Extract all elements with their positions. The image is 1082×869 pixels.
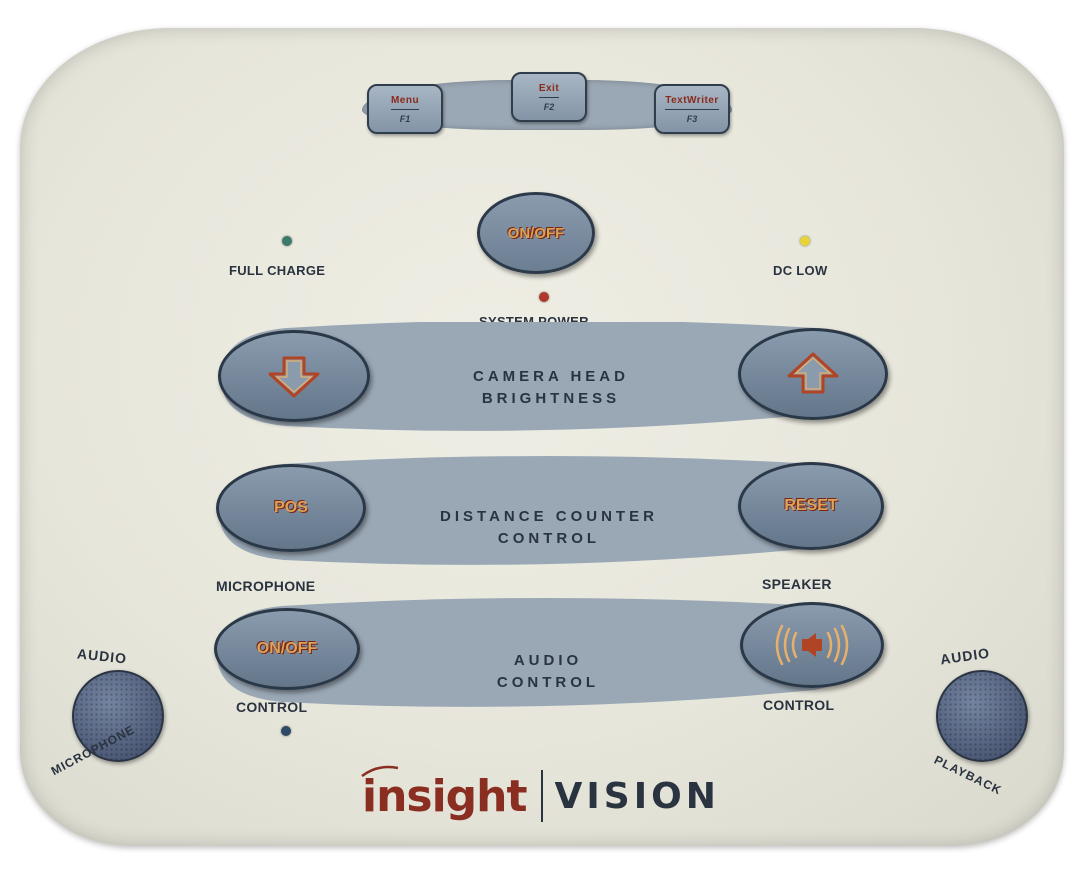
distance-title: DISTANCE COUNTER xyxy=(440,508,658,525)
logo-insight: insight xyxy=(362,770,528,822)
band-shape xyxy=(217,598,879,707)
arrow-down-icon xyxy=(268,356,320,398)
system-power-led xyxy=(539,292,549,302)
brightness-title: CAMERA HEAD xyxy=(473,368,629,385)
key-code: F3 xyxy=(686,113,698,124)
dc-low-led xyxy=(800,236,810,246)
brightness-up-button[interactable] xyxy=(738,328,888,420)
microphone-led xyxy=(281,726,291,736)
brightness-band: CAMERA HEAD BRIGHTNESS xyxy=(216,322,888,434)
speaker-icon xyxy=(775,624,849,666)
key-code: F2 xyxy=(543,101,555,112)
exit-f2-button[interactable]: Exit F2 xyxy=(511,72,587,122)
distance-counter-band: DISTANCE COUNTER CONTROL POS RESET xyxy=(214,456,884,568)
brightness-down-button[interactable] xyxy=(218,330,370,422)
distance-subtitle: CONTROL xyxy=(497,530,601,547)
pos-button[interactable]: POS xyxy=(216,464,366,552)
speaker-control-label: CONTROL xyxy=(763,697,835,713)
microphone-control-label: CONTROL xyxy=(236,699,308,715)
band-shape xyxy=(219,456,879,565)
speaker-label: SPEAKER xyxy=(762,576,832,592)
key-label: Menu xyxy=(390,95,420,110)
microphone-on-off-button[interactable]: ON/OFF xyxy=(214,608,360,690)
audio-title: AUDIO xyxy=(513,652,583,669)
key-label: TextWriter xyxy=(665,95,719,110)
logo-divider xyxy=(540,770,543,822)
audio-subtitle: CONTROL xyxy=(496,674,600,691)
logo-vision: VISION xyxy=(554,775,720,817)
band-shape xyxy=(221,322,881,431)
microphone-jack[interactable] xyxy=(72,670,164,762)
power-button[interactable]: ON/OFF xyxy=(477,192,595,274)
textwriter-f3-button[interactable]: TextWriter F3 xyxy=(654,84,730,134)
audio-control-band: AUDIO CONTROL ON/OFF xyxy=(212,596,884,710)
playback-jack[interactable] xyxy=(936,670,1028,762)
full-charge-led xyxy=(282,236,292,246)
key-label: Exit xyxy=(538,83,560,98)
dc-low-label: DC LOW xyxy=(773,263,828,278)
reset-button[interactable]: RESET xyxy=(738,462,884,550)
arrow-up-icon xyxy=(787,352,839,394)
menu-f1-button[interactable]: Menu F1 xyxy=(367,84,443,134)
key-code: F1 xyxy=(399,113,411,124)
control-panel xyxy=(20,28,1064,846)
brightness-subtitle: BRIGHTNESS xyxy=(481,390,621,407)
insight-vision-logo: insight VISION xyxy=(362,770,720,822)
logo-swoosh-icon xyxy=(361,765,399,778)
microphone-label: MICROPHONE xyxy=(216,578,316,594)
speaker-button[interactable] xyxy=(740,602,884,688)
full-charge-label: FULL CHARGE xyxy=(229,263,326,278)
